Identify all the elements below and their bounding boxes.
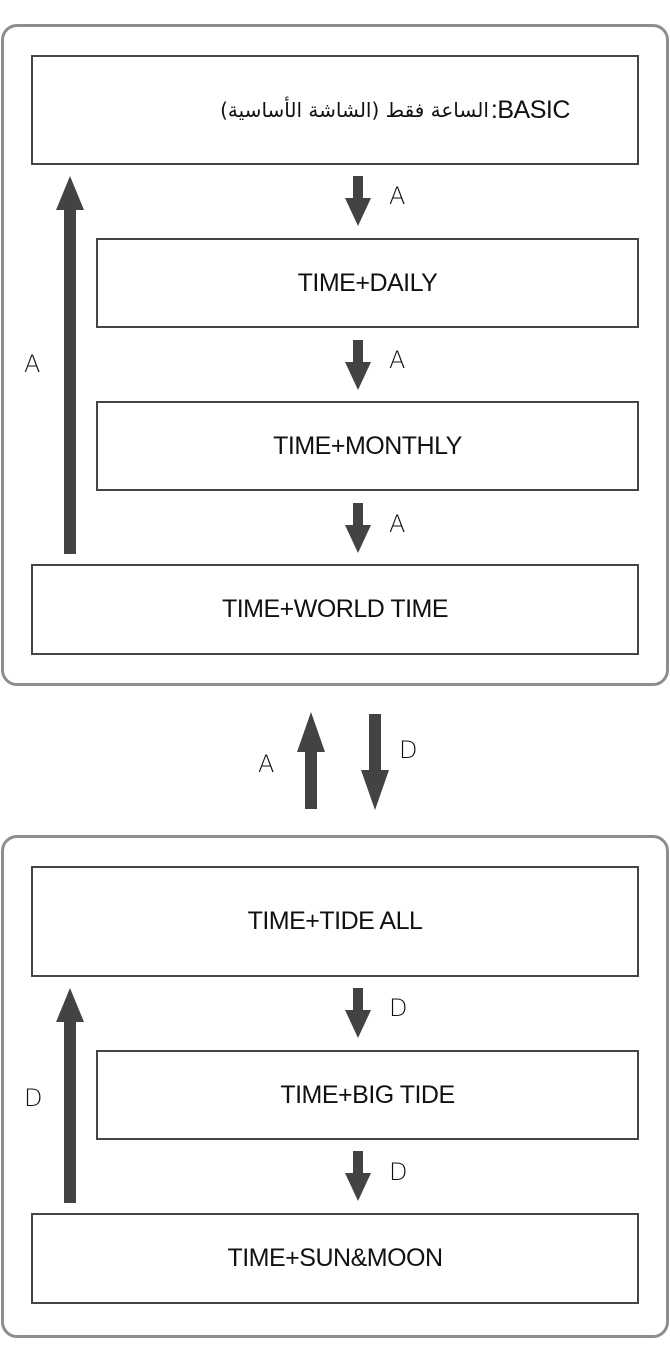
button-label-d: D bbox=[389, 1158, 408, 1186]
up-arrow-icon bbox=[297, 712, 325, 809]
down-arrow-icon bbox=[345, 1151, 371, 1201]
state-time-tide-all: TIME+TIDE ALL bbox=[31, 866, 639, 977]
state-time-daily: TIME+DAILY bbox=[96, 238, 639, 328]
state-time-big-tide: TIME+BIG TIDE bbox=[96, 1050, 639, 1140]
button-label-a: A bbox=[24, 350, 41, 378]
state-time-world-time: TIME+WORLD TIME bbox=[31, 564, 639, 655]
button-label-d: D bbox=[389, 994, 408, 1022]
down-arrow-icon bbox=[345, 988, 371, 1038]
state-label: TIME+BIG TIDE bbox=[280, 1080, 455, 1109]
state-label: TIME+SUN&MOON bbox=[227, 1244, 443, 1272]
return-up-arrow-icon bbox=[56, 176, 84, 554]
state-label: TIME+DAILY bbox=[297, 268, 438, 297]
button-label-a: A bbox=[389, 346, 406, 374]
state-basic: الساعة فقط (الشاشة الأساسية):BASIC bbox=[31, 55, 639, 165]
button-label-a: A bbox=[389, 510, 406, 538]
button-label-d: D bbox=[24, 1084, 43, 1112]
button-label-d: D bbox=[399, 736, 418, 764]
button-label-a: A bbox=[258, 750, 275, 778]
state-label: TIME+MONTHLY bbox=[273, 431, 462, 460]
state-label: TIME+WORLD TIME bbox=[221, 595, 449, 623]
state-time-sun-moon: TIME+SUN&MOON bbox=[31, 1213, 639, 1304]
basic-label-latin: :BASIC bbox=[490, 95, 570, 124]
state-label: TIME+TIDE ALL bbox=[247, 907, 423, 935]
down-arrow-icon bbox=[345, 503, 371, 553]
down-arrow-icon bbox=[345, 176, 371, 226]
down-arrow-icon bbox=[361, 714, 389, 810]
basic-label-arabic: الساعة فقط (الشاشة الأساسية) bbox=[220, 98, 489, 122]
down-arrow-icon bbox=[345, 340, 371, 390]
return-up-arrow-icon bbox=[56, 988, 84, 1203]
state-time-monthly: TIME+MONTHLY bbox=[96, 401, 639, 491]
button-label-a: A bbox=[389, 182, 406, 210]
basic-label: الساعة فقط (الشاشة الأساسية):BASIC bbox=[220, 96, 570, 125]
